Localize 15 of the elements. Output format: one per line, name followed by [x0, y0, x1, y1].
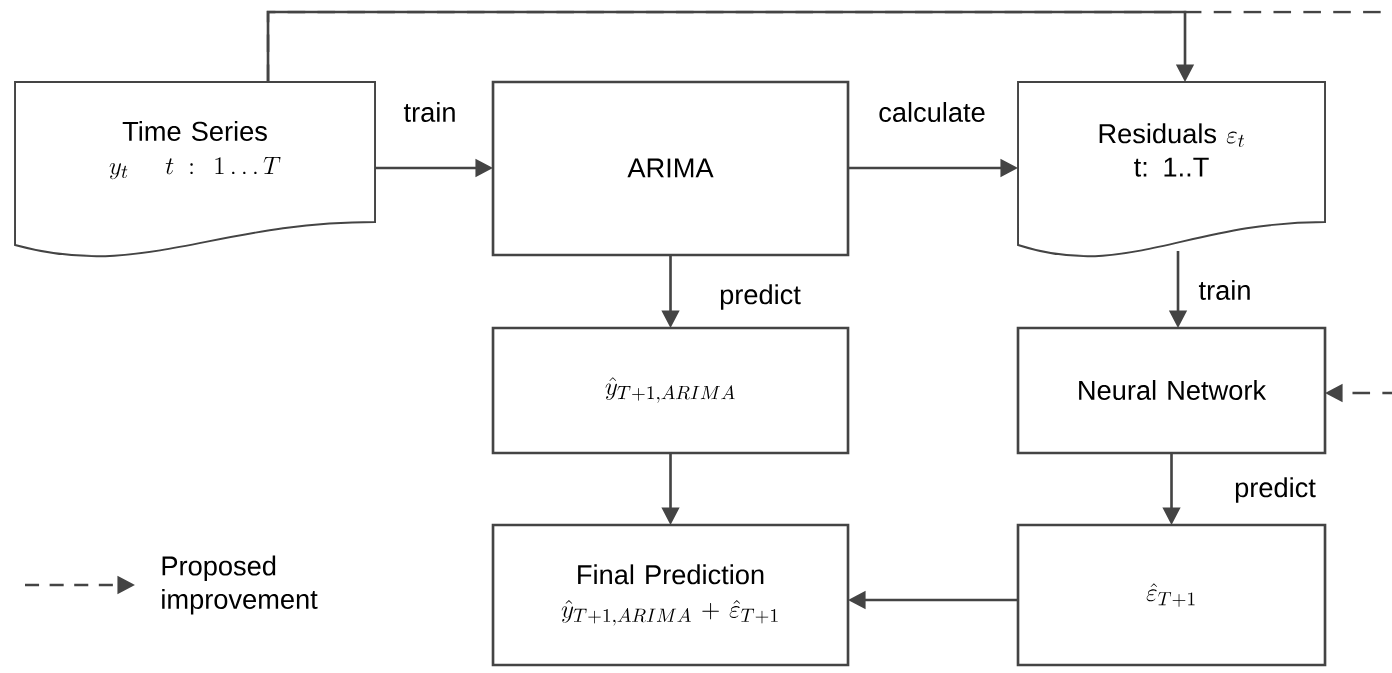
- edge-label: predict: [717, 282, 803, 312]
- edge-label: train: [1196, 278, 1254, 302]
- arrow: [266, 10, 1392, 403]
- process-box: ARIMA: [491, 80, 850, 257]
- document-box: Time Series $y_t \;\; t\!: 1 \ldots T$: [14, 81, 376, 258]
- edge-label: train: [401, 100, 459, 124]
- document-box: $\mbox{Residuals}\ \varepsilon_t$ t: 1..T: [1017, 81, 1326, 258]
- process-box: $\hat{\varepsilon}_{T+1}$: [1016, 523, 1327, 667]
- process-box: Neural Network: [1016, 326, 1327, 455]
- process-box: Final Prediction $\hat{y}_{T+1,ARIMA} + \hat{\varepsilon}_{T+1}$: [491, 523, 850, 667]
- edge-label: calculate: [876, 100, 988, 124]
- legend-label: Proposed improvement: [162, 555, 318, 615]
- edge-label: predict: [1232, 475, 1318, 505]
- arrow: [266, 10, 1195, 82]
- process-box: $\hat{y}_{T+1,ARIMA}$: [491, 326, 850, 455]
